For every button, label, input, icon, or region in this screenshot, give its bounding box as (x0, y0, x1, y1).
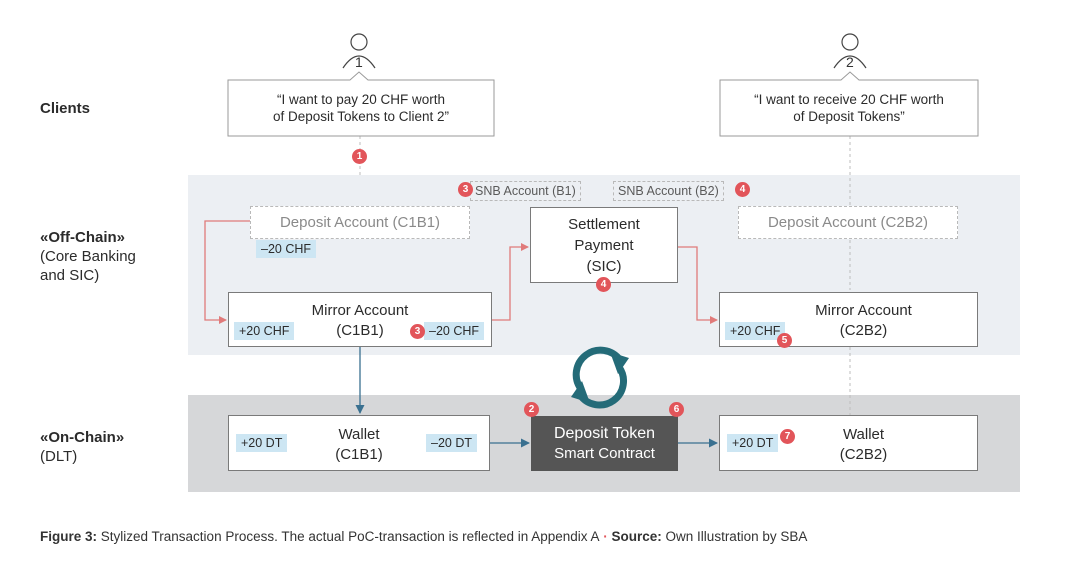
wallet1-chip-left: +20 DT (236, 434, 288, 452)
caption-label: Figure 3: (40, 529, 98, 544)
flow-deposit-to-mirror (204, 220, 250, 324)
wallet2-chip: +20 DT (727, 434, 779, 452)
client1-person-icon (342, 33, 376, 69)
settlement-line3: (SIC) (586, 258, 622, 275)
step-badge-5: 5 (777, 333, 792, 348)
offchain-sub1: (Core Banking (40, 248, 136, 265)
step-badge-6: 6 (669, 402, 684, 417)
flow-mirror-to-settlement (492, 243, 529, 321)
deposit-account-c2b2: Deposit Account (C2B2) (738, 206, 958, 239)
mirror1-chip-right: –20 CHF (424, 322, 485, 340)
wallet1-title: Wallet (338, 426, 380, 443)
step-badge-4-snb: 4 (735, 182, 750, 197)
lane-offchain-label: «Off-Chain» (Core Banking and SIC) (40, 228, 136, 285)
offchain-sub2: and SIC) (40, 267, 100, 284)
mirror1-sub: (C1B1) (336, 322, 384, 339)
mirror2-title: Mirror Account (815, 302, 912, 319)
step-badge-1: 1 (352, 149, 367, 164)
client1-number: 1 (355, 54, 363, 70)
wallet1-sub: (C1B1) (335, 446, 383, 463)
settlement-line1: Settlement (568, 216, 640, 233)
flow-settlement-to-mirror2 (678, 246, 718, 324)
contract-line2: Smart Contract (554, 445, 655, 462)
deposit-token-smart-contract: Deposit Token Smart Contract (531, 416, 678, 471)
caption-source-text: Own Illustration by SBA (661, 529, 808, 544)
deposit-account-c1b1: Deposit Account (C1B1) (250, 206, 470, 239)
caption-text: Stylized Transaction Process. The actual… (97, 529, 600, 544)
step-badge-2: 2 (524, 402, 539, 417)
client2-number: 2 (846, 54, 854, 70)
mirror1-chip-left: +20 CHF (234, 322, 295, 340)
figure-caption: Figure 3: Stylized Transaction Process. … (40, 529, 807, 544)
caption-separator: · (599, 529, 612, 544)
lane-clients-label: Clients (40, 100, 91, 117)
sync-cycle-icon (571, 346, 629, 409)
lane-onchain-label: «On-Chain» (DLT) (40, 428, 124, 466)
client1-speech-bubble (227, 71, 495, 137)
client2-person-icon (833, 33, 867, 69)
step-badge-4-settlement: 4 (596, 277, 611, 292)
contract-line1: Deposit Token (553, 425, 656, 442)
step-badge-7: 7 (780, 429, 795, 444)
mirror2-sub: (C2B2) (839, 322, 888, 339)
wallet2-title: Wallet (842, 426, 885, 443)
settlement-line2: Payment (574, 237, 634, 254)
caption-source-label: Source: (611, 529, 662, 544)
step-badge-3-snb: 3 (458, 182, 473, 197)
wallet2-sub: (C2B2) (839, 446, 888, 463)
snb-account-b2: SNB Account (B2) (613, 181, 724, 201)
deposit-c1b1-chip: –20 CHF (256, 240, 317, 258)
snb-account-b1: SNB Account (B1) (470, 181, 581, 201)
offchain-title: «Off-Chain» (40, 229, 126, 246)
mirror1-title: Mirror Account (311, 302, 409, 319)
client2-speech-bubble (719, 71, 979, 137)
wallet1-chip-right: –20 DT (426, 434, 477, 452)
step-badge-3-mirror: 3 (410, 324, 425, 339)
settlement-payment-box: Settlement Payment (SIC) (530, 207, 678, 283)
onchain-title: «On-Chain» (40, 429, 125, 446)
mirror2-chip: +20 CHF (725, 322, 786, 340)
onchain-sub: (DLT) (40, 448, 78, 465)
